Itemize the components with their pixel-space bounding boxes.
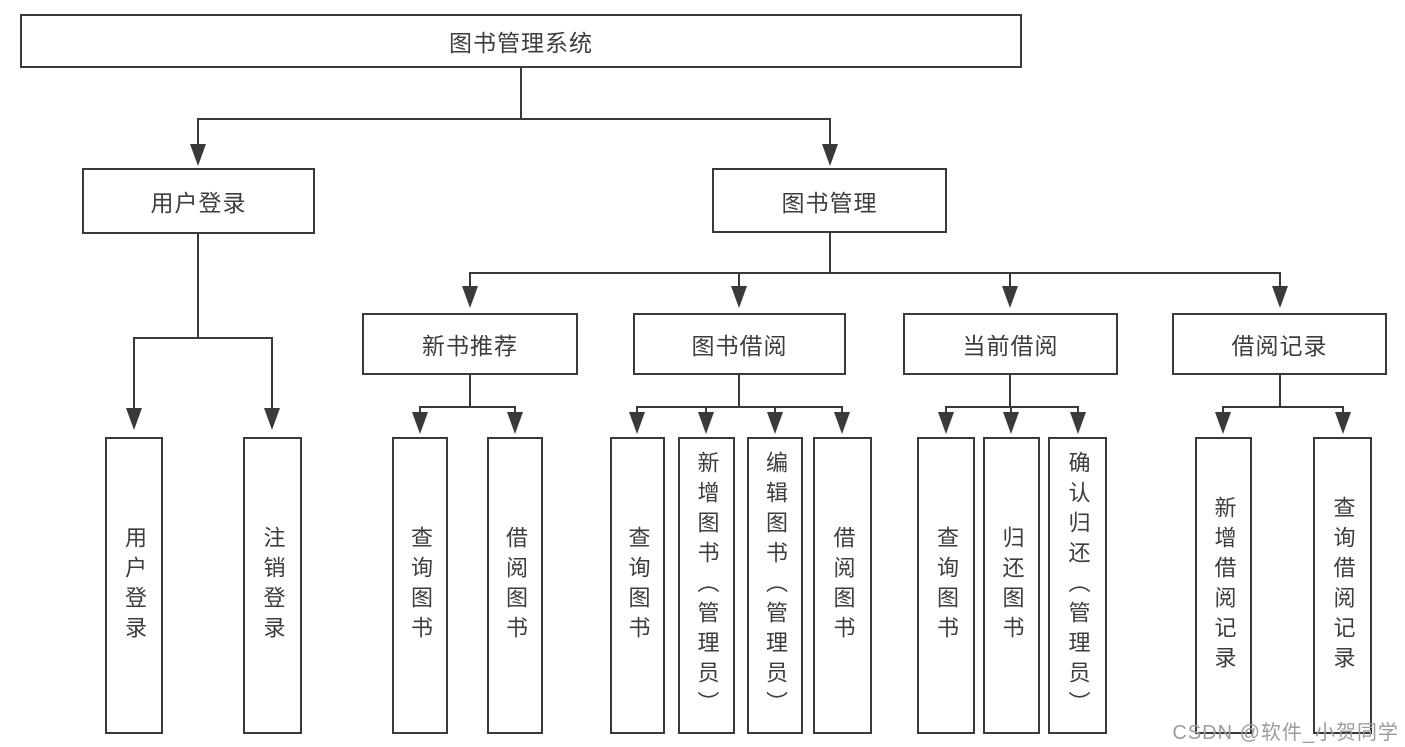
node-book-mgmt: 图书管理 — [712, 168, 947, 233]
arrowhead-leaf-login — [126, 408, 142, 430]
connector-cb-query-drop — [945, 406, 947, 414]
connector-bb-borrow-drop — [841, 406, 843, 414]
node-book-mgmt-label: 图书管理 — [781, 189, 878, 216]
leaf-cb-confirm-return-admin: 确认归还（管理员） — [1048, 437, 1107, 734]
connector-current-borrow-bus — [945, 406, 1079, 408]
node-library-system-label: 图书管理系统 — [449, 30, 593, 56]
connector-new-book-drop — [469, 272, 471, 288]
connector-root-stem — [520, 67, 522, 119]
leaf-br-add-record-label: 新增借阅记录 — [1211, 495, 1237, 676]
node-book-borrow-label: 图书借阅 — [691, 333, 788, 359]
node-user-login: 用户登录 — [82, 168, 315, 234]
node-current-borrow: 当前借阅 — [903, 313, 1118, 375]
arrowhead-bb-add — [698, 412, 714, 434]
leaf-nb-borrow-book: 借阅图书 — [487, 437, 543, 734]
leaf-cb-confirm-return-admin-label: 确认归还（管理员） — [1065, 450, 1091, 721]
connector-level3-bus — [469, 272, 1281, 274]
leaf-nb-query-book: 查询图书 — [392, 437, 448, 734]
arrowhead-cb-return — [1003, 412, 1019, 434]
leaf-cb-return-book-label: 归还图书 — [999, 525, 1025, 646]
connector-bb-add-drop — [705, 406, 707, 414]
node-book-borrow: 图书借阅 — [633, 313, 846, 375]
connector-user-login-stem — [197, 233, 199, 338]
connector-borrow-record-bus — [1222, 406, 1344, 408]
leaf-cb-query-book-label: 查询图书 — [934, 525, 959, 646]
node-borrow-record: 借阅记录 — [1172, 313, 1387, 375]
connector-book-borrow-bus — [636, 406, 843, 408]
leaf-br-add-record: 新增借阅记录 — [1195, 437, 1252, 734]
arrowhead-book-borrow — [731, 286, 747, 308]
arrowhead-new-book — [462, 286, 478, 308]
leaf-bb-query-book-label: 查询图书 — [625, 525, 651, 646]
leaf-logout: 注销登录 — [243, 437, 302, 734]
arrowhead-cb-confirm — [1070, 412, 1086, 434]
connector-book-borrow-drop — [738, 272, 740, 288]
leaf-bb-edit-book-admin: 编辑图书（管理员） — [747, 437, 803, 734]
connector-book-borrow-stem — [738, 374, 740, 408]
connector-leaf-logout-drop — [271, 337, 273, 410]
leaf-user-login-label: 用户登录 — [122, 525, 147, 646]
connector-book-mgmt-stem — [829, 232, 831, 274]
connector-bb-query-drop — [636, 406, 638, 414]
leaf-bb-add-book-admin: 新增图书（管理员） — [678, 437, 735, 734]
connector-new-book-stem — [469, 374, 471, 408]
connector-current-borrow-stem — [1009, 374, 1011, 408]
leaf-cb-query-book: 查询图书 — [917, 437, 975, 734]
arrowhead-br-add — [1215, 412, 1231, 434]
connector-cb-confirm-drop — [1077, 406, 1079, 414]
leaf-bb-borrow-book-label: 借阅图书 — [830, 525, 856, 646]
leaf-bb-edit-book-admin-label: 编辑图书（管理员） — [763, 450, 788, 721]
leaf-nb-query-book-label: 查询图书 — [408, 525, 433, 646]
arrowhead-nb-query — [412, 412, 428, 434]
arrowhead-user-login — [190, 144, 206, 166]
node-new-book-rec-label: 新书推荐 — [422, 333, 518, 359]
arrowhead-current-borrow — [1002, 286, 1018, 308]
leaf-br-query-record-label: 查询借阅记录 — [1330, 495, 1356, 676]
node-user-login-label: 用户登录 — [150, 190, 247, 216]
leaf-bb-borrow-book: 借阅图书 — [813, 437, 872, 734]
leaf-bb-add-book-admin-label: 新增图书（管理员） — [694, 450, 720, 721]
connector-book-mgmt-drop — [829, 118, 831, 146]
connector-br-add-drop — [1222, 406, 1224, 414]
arrowhead-borrow-record — [1272, 286, 1288, 308]
leaf-bb-query-book: 查询图书 — [610, 437, 665, 734]
leaf-user-login: 用户登录 — [105, 437, 163, 734]
connector-bb-edit-drop — [774, 406, 776, 414]
leaf-br-query-record: 查询借阅记录 — [1313, 437, 1372, 734]
connector-cb-return-drop — [1010, 406, 1012, 414]
arrowhead-cb-query — [938, 412, 954, 434]
node-current-borrow-label: 当前借阅 — [962, 333, 1059, 359]
connector-user-login-bus — [133, 337, 273, 339]
connector-leaf-login-drop — [133, 337, 135, 410]
leaf-cb-return-book: 归还图书 — [983, 437, 1040, 734]
arrowhead-book-mgmt — [822, 144, 838, 166]
arrowhead-bb-query — [629, 412, 645, 434]
connector-nb-query-drop — [419, 406, 421, 414]
connector-br-query-drop — [1342, 406, 1344, 414]
connector-nb-borrow-drop — [514, 406, 516, 414]
connector-user-login-drop — [197, 118, 199, 146]
arrowhead-br-query — [1335, 412, 1351, 434]
node-new-book-rec: 新书推荐 — [362, 313, 578, 375]
leaf-nb-borrow-book-label: 借阅图书 — [503, 525, 528, 646]
node-borrow-record-label: 借阅记录 — [1231, 333, 1328, 359]
connector-current-borrow-drop — [1009, 272, 1011, 288]
csdn-watermark: CSDN @软件_小贺同学 — [1172, 722, 1399, 744]
arrowhead-bb-borrow — [834, 412, 850, 434]
arrowhead-nb-borrow — [507, 412, 523, 434]
connector-borrow-record-drop — [1279, 272, 1281, 288]
connector-new-book-bus — [419, 406, 516, 408]
leaf-logout-label: 注销登录 — [260, 525, 286, 646]
arrowhead-bb-edit — [767, 412, 783, 434]
connector-level1-bus — [197, 118, 831, 120]
arrowhead-leaf-logout — [264, 408, 280, 430]
connector-borrow-record-stem — [1279, 374, 1281, 408]
node-library-system: 图书管理系统 — [20, 14, 1022, 68]
